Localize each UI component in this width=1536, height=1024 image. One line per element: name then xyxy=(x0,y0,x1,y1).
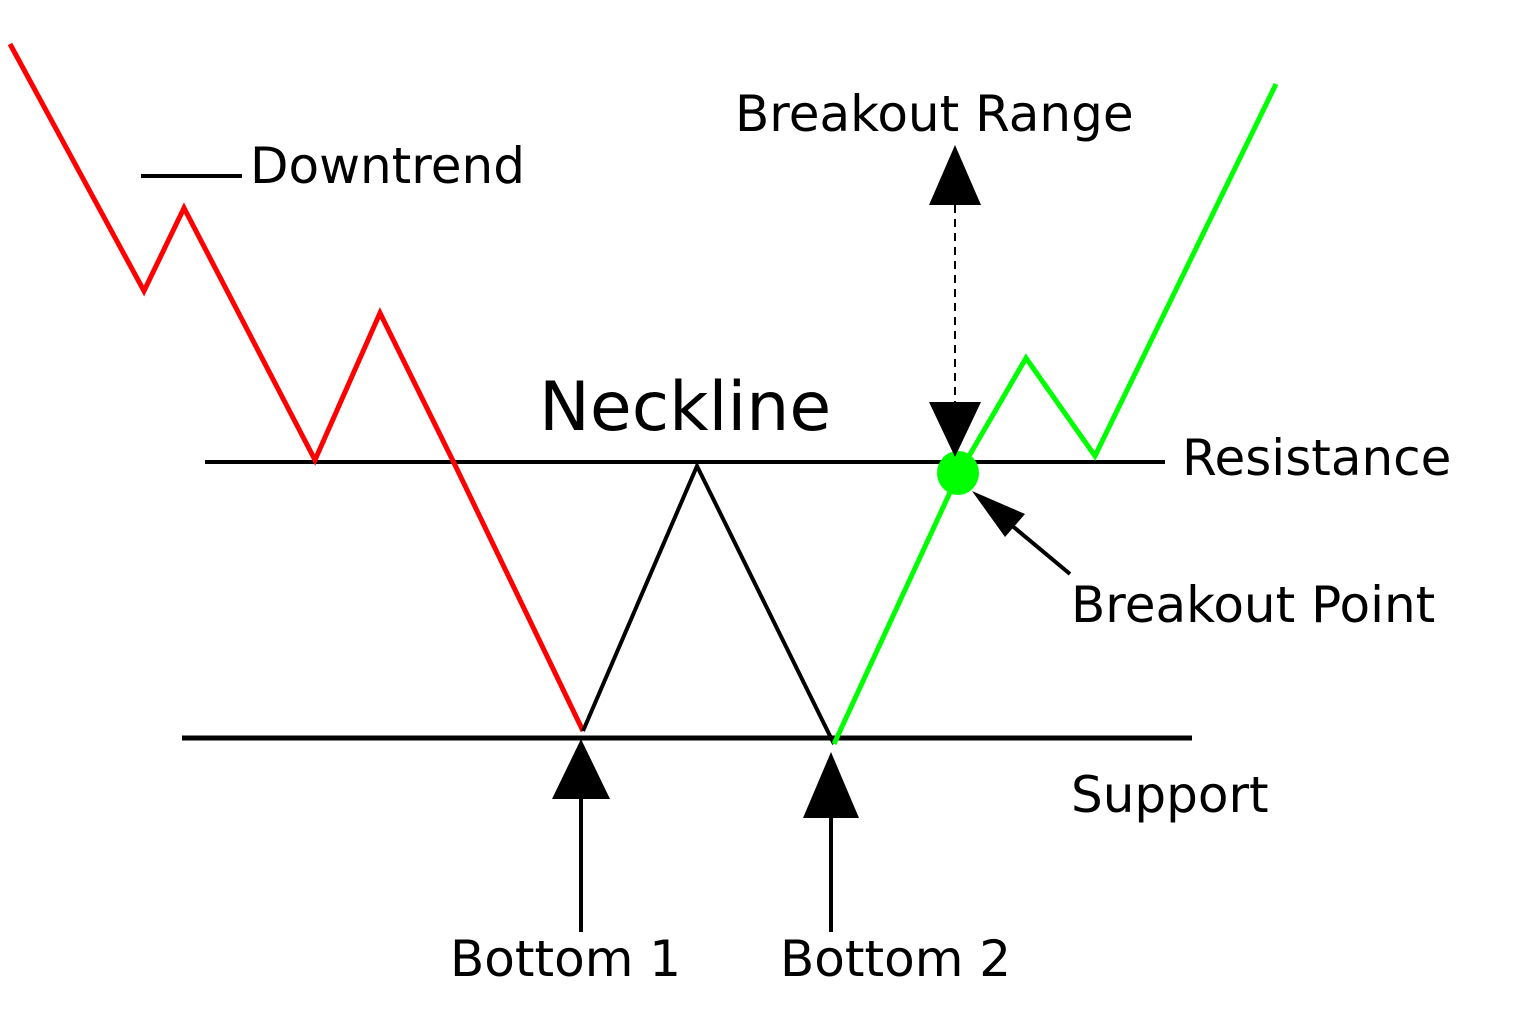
uptrend-price-line xyxy=(831,82,1279,746)
bottom-2-arrow-head xyxy=(803,752,859,818)
breakout-point-pointer-head xyxy=(972,491,1025,537)
bottom-2-label: Bottom 2 xyxy=(780,930,1011,988)
breakout-range-up-arrow xyxy=(929,145,981,205)
bottom-1-label: Bottom 1 xyxy=(450,930,681,988)
breakout-point-label: Breakout Point xyxy=(1071,576,1435,634)
bottom-1-arrow-head xyxy=(552,739,610,799)
breakout-range-down-arrow xyxy=(929,402,981,457)
neckline-label: Neckline xyxy=(539,368,831,447)
downtrend-label: Downtrend xyxy=(250,137,525,195)
downtrend-price-line xyxy=(7,42,586,733)
breakout-point-marker xyxy=(937,451,979,495)
breakout-range-label: Breakout Range xyxy=(735,85,1134,143)
double-bottom-pattern-line xyxy=(581,461,836,745)
resistance-label: Resistance xyxy=(1182,429,1451,487)
support-label: Support xyxy=(1071,766,1269,824)
